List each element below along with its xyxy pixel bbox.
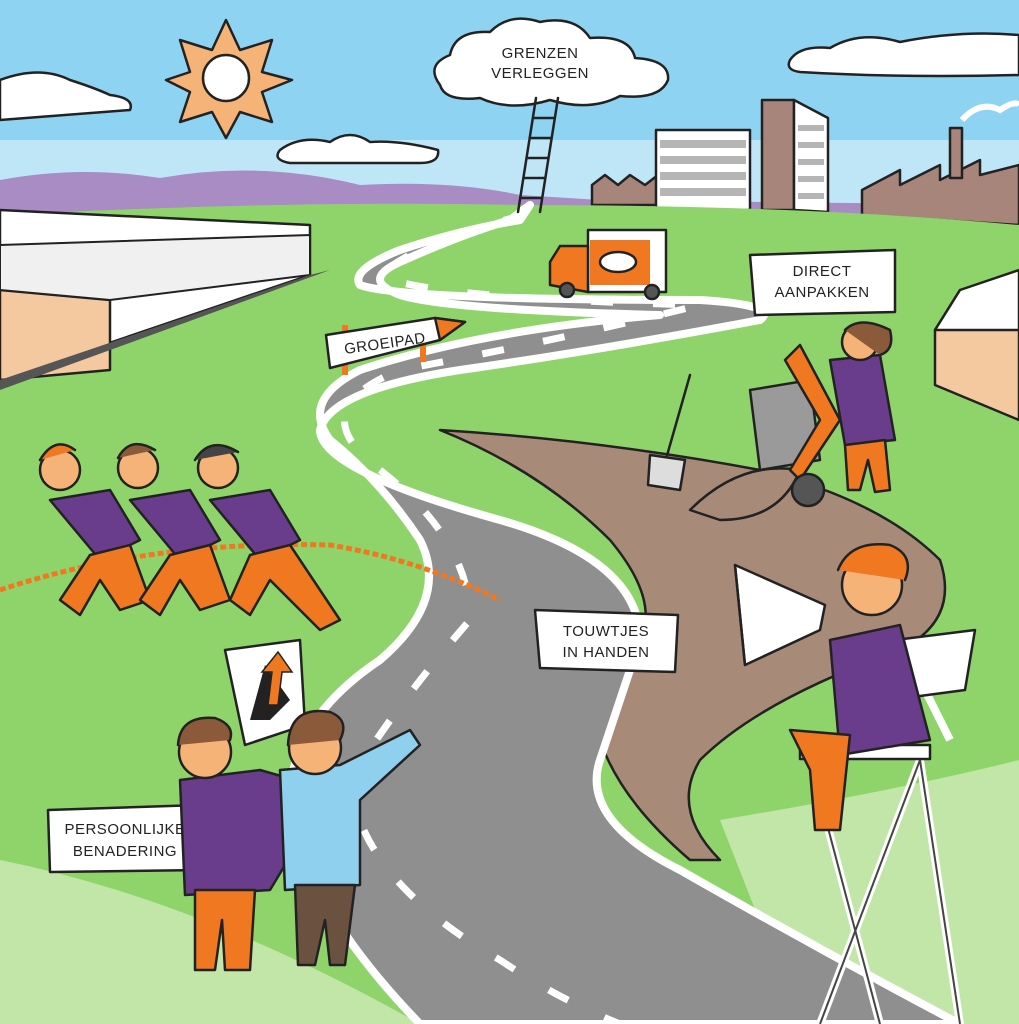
banner-touwtjes-in-handen: TOUWTJES IN HANDEN: [533, 608, 680, 674]
greenhouse-right: [933, 268, 1019, 422]
greenhouse-left: [0, 208, 330, 390]
worker-with-wheelbarrow: [646, 321, 897, 522]
cloud: [787, 32, 1019, 78]
tug-of-war-team: [0, 442, 502, 632]
cloud: [276, 133, 440, 165]
delivery-truck: [548, 228, 668, 301]
persoonlijke-label-line1: PERSOONLIJKE: [64, 821, 185, 838]
touwtjes-label-line1: TOUWTJES: [563, 623, 649, 640]
cloud-label-line2: VERLEGGEN: [491, 65, 589, 82]
cloud: [0, 71, 133, 122]
direct-label-line2: AANPAKKEN: [774, 284, 869, 301]
coach-with-megaphone: [733, 543, 977, 1024]
thought-cloud: [433, 17, 670, 107]
touwtjes-label-line2: IN HANDEN: [562, 644, 649, 661]
two-men-pointing: [176, 638, 422, 972]
sun-icon: [164, 18, 294, 140]
cloud-label-line1: GRENZEN: [502, 45, 579, 62]
banner-persoonlijke-benadering: PERSOONLIJKE BENADERING: [46, 803, 205, 874]
banner-direct-aanpakken: DIRECT AANPAKKEN: [748, 248, 897, 317]
direct-label-line1: DIRECT: [793, 263, 852, 280]
ladder: [516, 96, 560, 214]
persoonlijke-label-line2: BENADERING: [73, 843, 177, 860]
